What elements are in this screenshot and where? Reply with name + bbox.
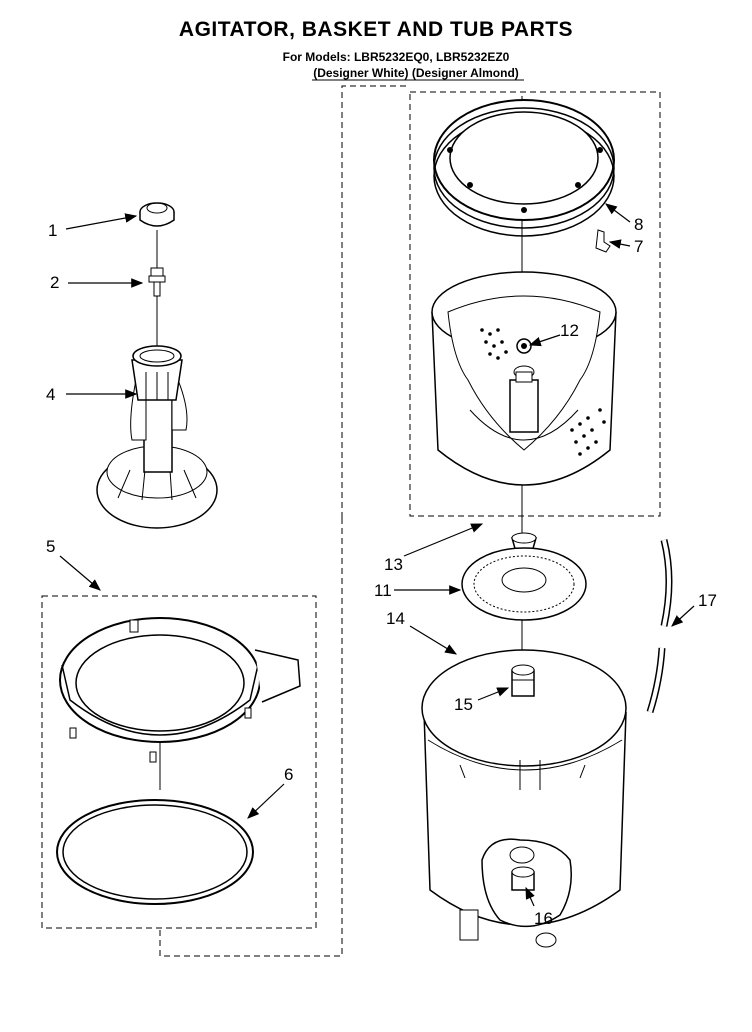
- callout-15: 15: [454, 695, 473, 714]
- leader-14: [409, 625, 458, 655]
- callout-1: 1: [48, 221, 57, 240]
- callout-6: 6: [284, 765, 293, 784]
- callout-13: 13: [384, 555, 403, 574]
- basket-group-box: [409, 91, 661, 517]
- leader-17: [671, 605, 695, 627]
- leader-8: [605, 203, 631, 223]
- leader-13: [403, 523, 484, 557]
- connector-line-bottom: [159, 518, 343, 957]
- connector-line-top: [341, 85, 408, 518]
- balance-ring-part: [433, 99, 615, 237]
- callout-8: 8: [634, 215, 643, 234]
- hose-part: [646, 539, 673, 714]
- models-line: For Models: LBR5232EQ0, LBR5232EZ0: [282, 50, 510, 64]
- callout-5: 5: [46, 537, 55, 556]
- diagram-title: AGITATOR, BASKET AND TUB PARTS: [178, 18, 574, 41]
- callout-14: 14: [386, 609, 405, 628]
- callout-4: 4: [46, 385, 55, 404]
- colors-line: (Designer White) (Designer Almond): [313, 66, 519, 80]
- tub-seal-part: [511, 866, 535, 891]
- outer-tub-part: [421, 649, 627, 948]
- tub-ring-group-box: [41, 595, 317, 929]
- callout-17: 17: [698, 591, 717, 610]
- tub-bearing-part: [511, 664, 535, 697]
- leader-12: [528, 334, 561, 347]
- leader-5: [59, 555, 101, 591]
- callout-12: 12: [560, 321, 579, 340]
- tub-ring-part: [59, 617, 301, 763]
- leader-7: [608, 239, 631, 249]
- agitator-bolt-part: [148, 267, 166, 297]
- callout-16: 16: [534, 909, 553, 928]
- callout-7: 7: [634, 237, 643, 256]
- callout-2: 2: [50, 273, 59, 292]
- basket-nut-part: [516, 338, 532, 354]
- basket-part: [431, 271, 617, 486]
- leader-1: [65, 213, 138, 230]
- agitator-part: [96, 345, 218, 529]
- leader-6: [247, 783, 285, 819]
- clip-part: [595, 229, 611, 253]
- tub-seal-ring-part: [56, 799, 254, 905]
- leader-16: [525, 886, 535, 907]
- callout-11: 11: [374, 581, 392, 600]
- leader-15: [477, 687, 510, 701]
- agitator-cap-part: [139, 202, 175, 227]
- hub-part: [461, 547, 587, 621]
